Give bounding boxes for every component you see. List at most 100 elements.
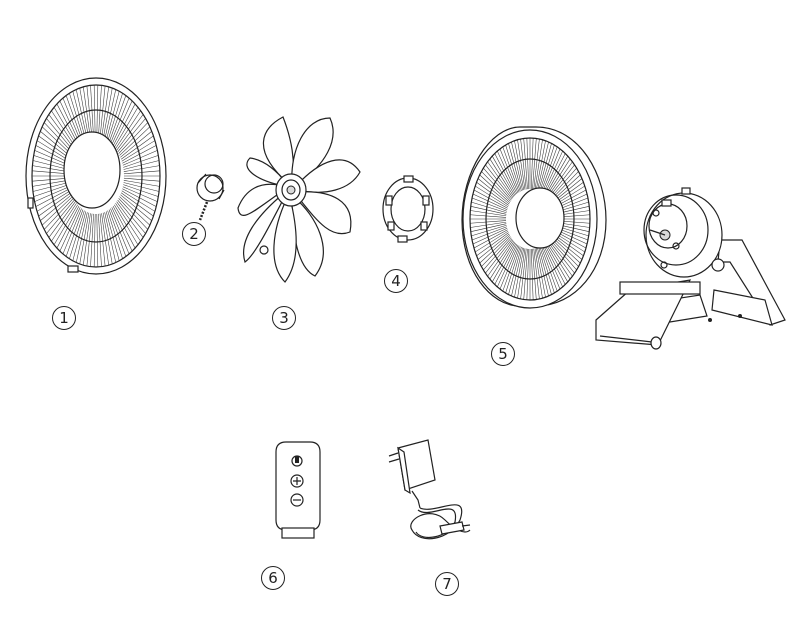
grille-wire (505, 246, 521, 294)
power-button[interactable] (291, 455, 303, 467)
grille-wire (98, 85, 102, 139)
part-label-3: 3 (272, 306, 296, 330)
plus-button[interactable] (290, 474, 304, 488)
grille-wire (111, 207, 133, 252)
grille-wire (497, 150, 518, 194)
grille-wire (489, 241, 515, 280)
grille-wire (59, 207, 81, 252)
grille-wire (494, 243, 517, 285)
grille-wire (108, 95, 127, 143)
minus-button[interactable] (290, 493, 304, 507)
grille-wire (90, 213, 94, 267)
grille-wire (110, 97, 130, 144)
remote-control-icon (275, 441, 321, 539)
fan-blade-icon (237, 116, 361, 283)
part-label-2: 2 (182, 222, 206, 246)
grille-wire (520, 248, 527, 300)
grille-wire (530, 138, 534, 190)
grille-wire (472, 228, 508, 245)
grille-wire (532, 138, 537, 190)
grille-wire (487, 240, 514, 277)
grille-wire (102, 87, 113, 140)
grille-wire (487, 161, 514, 198)
grille-wire (83, 213, 91, 266)
grille-wire (107, 93, 123, 142)
grille-wire (483, 167, 512, 201)
grille-wire (69, 210, 85, 259)
grille-wire (533, 138, 540, 190)
front-grille-icon (25, 77, 167, 275)
grille-wire (477, 178, 510, 205)
grille-wire (511, 247, 523, 297)
grille-wire (530, 248, 534, 300)
grille-wire (485, 164, 513, 200)
grille-wire (101, 86, 109, 139)
grille-wire (107, 210, 123, 259)
grille-wire (485, 238, 513, 274)
grille-wire (526, 248, 530, 300)
grille-wire (104, 212, 117, 263)
grille-wire (65, 95, 84, 143)
grille-wire (470, 221, 507, 228)
grille-wire (523, 138, 528, 190)
grille-wire (537, 247, 549, 297)
grille-wire (86, 213, 93, 267)
grille-wire (101, 213, 109, 266)
grille-wire (540, 245, 558, 292)
grille-wire (114, 204, 139, 245)
grille-wire (539, 144, 555, 192)
grille-wire (98, 213, 102, 267)
grille-wire (75, 212, 88, 263)
grille-wire (508, 143, 522, 192)
grille-wire (542, 150, 563, 194)
grille-wire (472, 193, 508, 210)
grille-wire (102, 212, 113, 265)
grille-wire (502, 146, 520, 193)
grille-wire (105, 211, 120, 261)
grille-wire (533, 248, 540, 300)
grille-wire (93, 85, 96, 139)
grille-wire (476, 232, 509, 256)
grille-wire (505, 144, 521, 192)
grille-wire (517, 139, 526, 190)
grille-wire (479, 235, 511, 264)
grille-wire (53, 204, 78, 245)
grille-wire (499, 148, 519, 194)
grille-wire (104, 89, 117, 140)
grille-wire (492, 155, 516, 196)
grille-wire (544, 155, 568, 196)
grille-wire (539, 246, 555, 294)
grille-wire (477, 233, 510, 260)
grille-wire (471, 226, 507, 241)
grille-wire (96, 85, 99, 139)
grille-wire (492, 242, 516, 283)
grille-wire (69, 93, 85, 142)
part-label-1: 1 (52, 306, 76, 330)
grille-wire (538, 246, 552, 295)
grille-wire (471, 201, 507, 214)
grille-wire (543, 243, 566, 285)
lock-ring-icon (382, 175, 434, 243)
grille-wire (65, 209, 84, 257)
grille-wire (99, 85, 106, 139)
grille-wire (110, 208, 130, 255)
grille-wire (470, 206, 507, 215)
rear-grille-icon (461, 126, 607, 309)
grille-wire (537, 141, 549, 191)
grille-wire (79, 87, 90, 140)
grille-wire (523, 248, 528, 300)
grille-wire (517, 248, 526, 299)
grille-wire (479, 174, 511, 203)
grille-wire (476, 182, 509, 206)
part-label-5: 5 (491, 342, 515, 366)
grille-wire (544, 242, 568, 283)
grille-wire (489, 158, 515, 197)
grille-wire (534, 248, 543, 299)
grille-wire (535, 247, 546, 298)
grille-wire (79, 212, 90, 265)
grille-wire (483, 237, 512, 271)
grille-wire (470, 214, 507, 218)
grille-wire (51, 203, 77, 242)
grille-wire (112, 103, 136, 147)
